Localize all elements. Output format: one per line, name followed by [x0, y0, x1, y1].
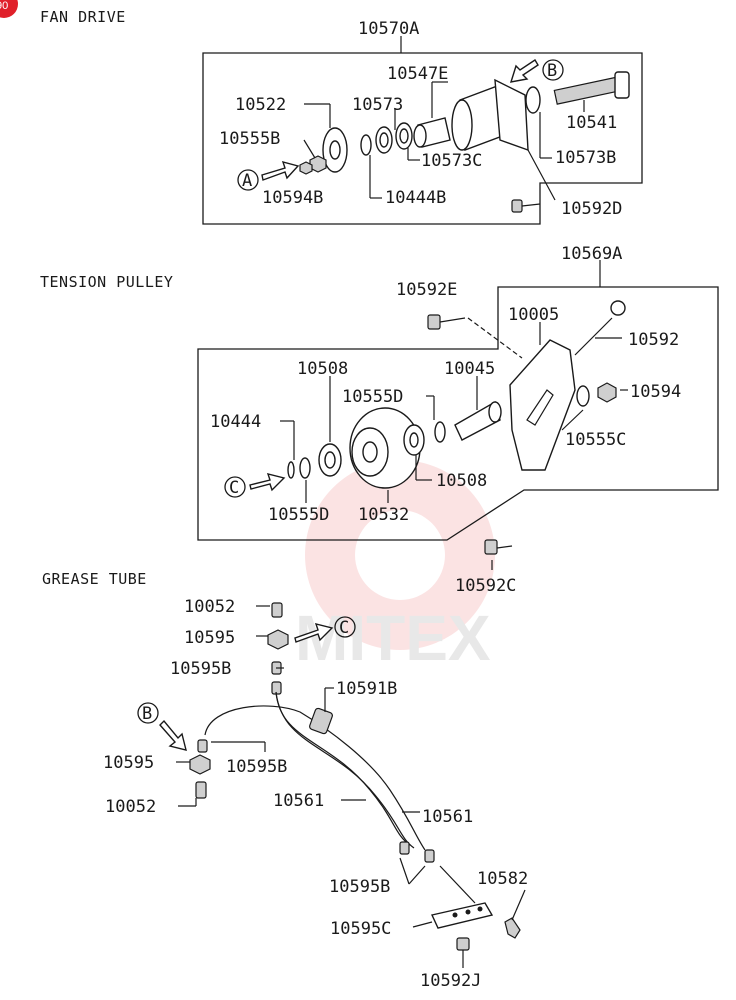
- label-10444B: 10444B: [385, 188, 446, 208]
- part-10045-shaft: [454, 400, 502, 441]
- part-10595B-adapter-b: [197, 739, 208, 753]
- label-10595B-c: 10595B: [329, 877, 390, 897]
- label-10541: 10541: [566, 113, 617, 133]
- svg-text:C: C: [339, 618, 349, 638]
- label-10592: 10592: [628, 330, 679, 350]
- label-10582: 10582: [477, 869, 528, 889]
- label-10573B: 10573B: [555, 148, 616, 168]
- part-10555D-washers: [287, 421, 446, 479]
- label-10561-a: 10561: [273, 791, 324, 811]
- part-10052-grease-nipple-b: [195, 781, 207, 799]
- label-10573: 10573: [352, 95, 403, 115]
- part-spacer-cylinder: [413, 117, 451, 148]
- label-10595B-a: 10595B: [170, 659, 231, 679]
- label-10595B-b: 10595B: [226, 757, 287, 777]
- label-10555C: 10555C: [565, 430, 626, 450]
- svg-text:B: B: [547, 61, 557, 81]
- part-10592J-bolt: [456, 937, 470, 962]
- part-10595-fitting-a: [267, 629, 289, 650]
- part-10582-elbow: [504, 917, 521, 939]
- label-10592D: 10592D: [561, 199, 622, 219]
- part-10594B-nut: [299, 155, 327, 175]
- section-title-tension-pulley: TENSION PULLEY: [40, 273, 173, 291]
- callout-B-arrow-grease: B: [137, 702, 187, 751]
- label-10444: 10444: [210, 412, 261, 432]
- callout-C-arrow-grease: C: [294, 616, 356, 643]
- section-title-grease-tube: GREASE TUBE: [42, 570, 147, 588]
- part-10052-grease-nipple-a: [271, 602, 283, 618]
- svg-text:A: A: [242, 171, 252, 191]
- label-10005: 10005: [508, 305, 559, 325]
- label-10532: 10532: [358, 505, 409, 525]
- tension-pulley-group: C 10569A 10592E 10005 10592 10508 10045 …: [197, 244, 719, 596]
- badge-text: 90: [0, 0, 8, 12]
- label-10555D-a: 10555D: [342, 387, 403, 407]
- callout-A-arrow: A: [237, 160, 300, 191]
- label-10508-a: 10508: [297, 359, 348, 379]
- part-10522-flange: [322, 127, 348, 173]
- part-10005-bracket: [509, 339, 576, 471]
- section-title-fan-drive: FAN DRIVE: [40, 8, 126, 26]
- label-10547E: 10547E: [387, 64, 448, 84]
- label-10595-a: 10595: [184, 628, 235, 648]
- fan-drive-group: A B 10570A 10547E 10522 10573 10555B 105…: [202, 19, 643, 225]
- callout-B-arrow: B: [509, 59, 564, 83]
- label-10595C: 10595C: [330, 919, 391, 939]
- label-10052-a: 10052: [184, 597, 235, 617]
- label-10592C: 10592C: [455, 576, 516, 596]
- part-10573-bearings: [360, 122, 413, 156]
- part-10594-nut: [576, 382, 617, 407]
- label-10594: 10594: [630, 382, 681, 402]
- callout-C-arrow: C: [224, 473, 286, 498]
- label-10555D-b: 10555D: [268, 505, 329, 525]
- watermark-text: MITEX: [295, 602, 491, 674]
- fan-drive-box: [202, 52, 643, 225]
- watermark: MITEX: [295, 460, 495, 674]
- part-10595B-adapter-c: [399, 841, 435, 863]
- part-10592C-bolt: [484, 539, 513, 555]
- label-10570A: 10570A: [358, 19, 419, 39]
- part-10592E-bolt: [427, 314, 466, 330]
- label-10522: 10522: [235, 95, 286, 115]
- part-10541-shaft: [553, 71, 630, 105]
- part-10592D-bolt: [511, 199, 541, 213]
- part-10508-bearings: [318, 424, 425, 477]
- grease-tube-group: C B: [103, 597, 528, 991]
- label-10508-b: 10508: [436, 471, 487, 491]
- label-10052-b: 10052: [105, 797, 156, 817]
- label-10594B: 10594B: [262, 188, 323, 208]
- label-10592J: 10592J: [420, 971, 481, 991]
- corner-badge: 90: [0, 0, 18, 18]
- svg-text:C: C: [229, 478, 239, 498]
- part-10595B-adapter-a: [271, 661, 282, 695]
- label-10555B: 10555B: [219, 129, 280, 149]
- part-10591B-clamp: [309, 707, 333, 735]
- part-10595C-block: [431, 902, 494, 929]
- part-10595-fitting-b: [189, 754, 211, 775]
- label-10592E: 10592E: [396, 280, 457, 300]
- part-10592-adjusting-bolt: [574, 300, 626, 356]
- label-10045: 10045: [444, 359, 495, 379]
- label-10561-b: 10561: [422, 807, 473, 827]
- part-10561-tubes: [204, 691, 426, 851]
- part-10532-pulley: [349, 407, 421, 489]
- label-10569A: 10569A: [561, 244, 622, 264]
- label-10595-b: 10595: [103, 753, 154, 773]
- tension-pulley-box: [197, 286, 719, 541]
- svg-text:B: B: [142, 704, 152, 724]
- part-10547E-housing: [451, 78, 541, 152]
- label-10591B: 10591B: [336, 679, 397, 699]
- label-10573C: 10573C: [421, 151, 482, 171]
